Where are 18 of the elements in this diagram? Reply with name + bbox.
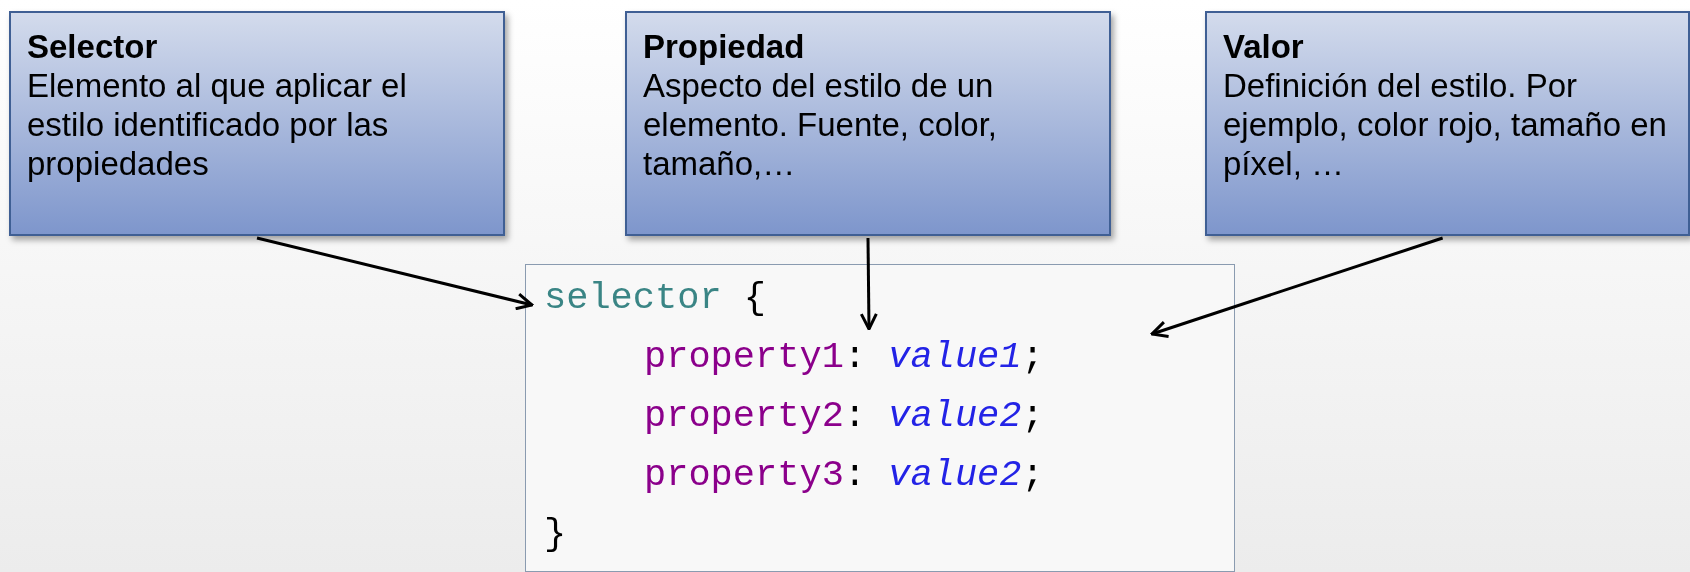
code-line: } bbox=[544, 512, 567, 557]
code-block bbox=[525, 264, 1235, 572]
callout-text: Aspecto del estilo de un elemento. Fuente, color, tamaño,… bbox=[643, 66, 999, 183]
code-line: selector { bbox=[544, 276, 767, 321]
arrow bbox=[256, 236, 534, 311]
arrow bbox=[859, 238, 878, 331]
code-line: property1: value1; bbox=[643, 335, 1044, 380]
callout-box bbox=[9, 11, 505, 236]
callout-text: Elemento al que aplicar el estilo identificado por las propiedades bbox=[27, 66, 408, 183]
code-line: property2: value2; bbox=[643, 394, 1044, 439]
callout-box bbox=[1205, 11, 1690, 236]
callout-title: Selector bbox=[27, 27, 159, 66]
callout-text: Definición del estilo. Por ejemplo, color rojo, tamaño en píxel, … bbox=[1223, 66, 1668, 183]
callout-title: Propiedad bbox=[643, 27, 806, 66]
callout-title: Valor bbox=[1223, 27, 1305, 66]
code-line: property3: value2; bbox=[643, 453, 1044, 498]
arrow bbox=[1150, 236, 1444, 338]
callout-box bbox=[625, 11, 1111, 236]
